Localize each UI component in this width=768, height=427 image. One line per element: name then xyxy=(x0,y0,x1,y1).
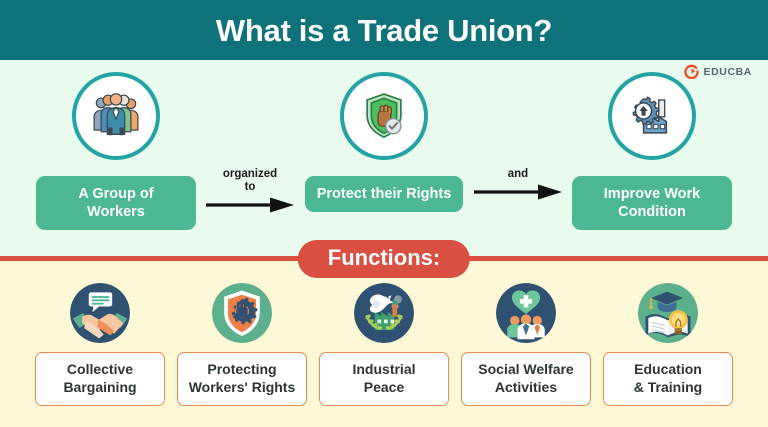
function-item-education-training[interactable]: Education & Training xyxy=(603,283,733,406)
shield-fist-check-icon xyxy=(340,72,428,160)
function-item-industrial-peace[interactable]: Industrial Peace xyxy=(319,283,449,406)
function-label-text: Social Welfare Activities xyxy=(478,361,573,397)
definition-flow-row: A Group of Workers organized to xyxy=(0,72,768,237)
flow-node-label: Protect their Rights xyxy=(304,176,464,213)
flow-arrow-and: and xyxy=(464,72,572,201)
function-label: Industrial Peace xyxy=(319,352,449,406)
functions-banner: Functions: xyxy=(297,240,471,279)
function-label-line2: Workers' Rights xyxy=(188,378,296,395)
page-title: What is a Trade Union? xyxy=(215,12,553,48)
function-label-line2: Bargaining xyxy=(63,378,137,395)
right-arrow-icon xyxy=(206,197,294,213)
function-label-line1: Protecting xyxy=(207,361,277,377)
flow-arrow-organized-to: organized to xyxy=(196,72,304,214)
brand-name: EDUCBA xyxy=(703,65,752,78)
flow-node-label: A Group of Workers xyxy=(36,176,196,231)
function-label-line2: Peace xyxy=(363,378,405,395)
function-label-line2: Activities xyxy=(494,378,558,395)
handshake-speech-bubble-icon xyxy=(70,283,130,343)
flow-node-improve-work-condition: Improve Work Condition xyxy=(572,72,732,231)
function-item-collective-bargaining[interactable]: Collective Bargaining xyxy=(35,283,165,406)
flow-arrow-label: organized to xyxy=(223,168,277,194)
function-label-line1: Social Welfare xyxy=(478,361,574,377)
function-label-line1: Education xyxy=(634,361,702,377)
function-label-line1: Industrial xyxy=(352,361,416,377)
flow-arrow-label-line1: organized xyxy=(222,168,278,180)
function-label: Protecting Workers' Rights xyxy=(177,352,307,406)
flow-arrow-label: and xyxy=(508,168,528,181)
dove-factory-laurel-icon xyxy=(354,283,414,343)
function-label-text: Industrial Peace xyxy=(352,361,415,397)
function-label: Social Welfare Activities xyxy=(461,352,591,406)
function-label-text: Education & Training xyxy=(634,361,702,397)
shield-fist-gear-icon xyxy=(212,283,272,343)
right-arrow-icon xyxy=(474,184,562,200)
function-label-line1: Collective xyxy=(66,361,134,377)
header-bar: What is a Trade Union? xyxy=(0,0,768,60)
function-label-line2: & Training xyxy=(633,378,703,395)
function-label: Education & Training xyxy=(603,352,733,406)
heart-cross-people-icon xyxy=(496,283,556,343)
function-label-text: Collective Bargaining xyxy=(63,361,136,397)
flow-arrow-label-line1: and xyxy=(507,168,529,180)
functions-list: Collective Bargaining xyxy=(0,283,768,406)
function-item-protecting-workers-rights[interactable]: Protecting Workers' Rights xyxy=(177,283,307,406)
flow-node-label: Improve Work Condition xyxy=(572,176,732,231)
flow-node-group-of-workers: A Group of Workers xyxy=(36,72,196,231)
flow-node-protect-rights: Protect their Rights xyxy=(304,72,464,213)
function-item-social-welfare-activities[interactable]: Social Welfare Activities xyxy=(461,283,591,406)
brand-logo: EDUCBA xyxy=(684,64,752,80)
group-of-people-icon xyxy=(72,72,160,160)
flow-arrow-label-line2: to xyxy=(244,181,256,194)
gear-arrow-factory-icon xyxy=(608,72,696,160)
graduation-book-bulb-icon xyxy=(638,283,698,343)
function-label-text: Protecting Workers' Rights xyxy=(189,361,296,397)
function-label: Collective Bargaining xyxy=(35,352,165,406)
educba-logo-icon xyxy=(684,64,700,80)
